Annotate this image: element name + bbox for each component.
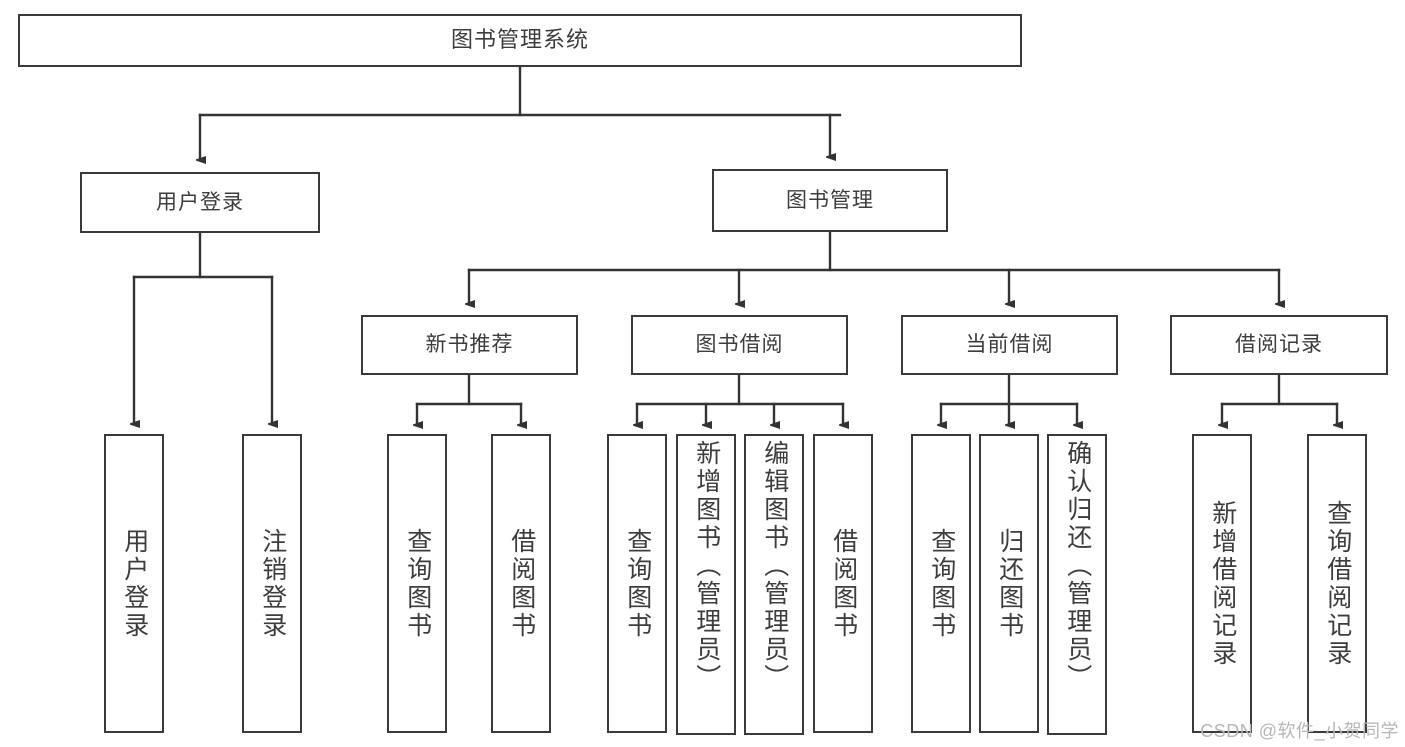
node-user-login[interactable]: 用户登录 (80, 172, 320, 233)
node-label: 图书借阅 (695, 333, 784, 357)
node-label: 新书推荐 (425, 333, 514, 357)
leaf-edit-book-admin[interactable]: 编辑图书（管理员） (744, 434, 804, 735)
leaf-query-book-recommend[interactable]: 查询图书 (387, 434, 447, 733)
node-label: 借阅图书 (829, 527, 858, 640)
node-label: 归还图书 (995, 527, 1024, 640)
leaf-query-book-current[interactable]: 查询图书 (911, 434, 971, 733)
node-label: 确认归还（管理员） (1063, 440, 1092, 692)
node-label: 查询借阅记录 (1323, 499, 1352, 668)
node-book-management[interactable]: 图书管理 (712, 169, 948, 232)
leaf-confirm-return-admin[interactable]: 确认归还（管理员） (1047, 434, 1107, 735)
node-new-book-recommend[interactable]: 新书推荐 (361, 315, 578, 375)
leaf-query-borrow-record[interactable]: 查询借阅记录 (1307, 434, 1367, 733)
node-root-book-management-system[interactable]: 图书管理系统 (18, 14, 1022, 67)
node-label: 当前借阅 (965, 333, 1054, 357)
node-label: 图书管理 (786, 188, 874, 212)
node-label: 新增借阅记录 (1208, 499, 1237, 668)
node-label: 注销登录 (258, 527, 287, 640)
leaf-borrow-book-borrow[interactable]: 借阅图书 (813, 434, 873, 733)
leaf-add-book-admin[interactable]: 新增图书（管理员） (676, 434, 736, 735)
node-book-borrow[interactable]: 图书借阅 (631, 315, 848, 375)
node-label: 用户登录 (156, 190, 244, 214)
leaf-query-book-borrow[interactable]: 查询图书 (607, 434, 667, 733)
leaf-borrow-book-recommend[interactable]: 借阅图书 (491, 434, 551, 733)
leaf-user-login[interactable]: 用户登录 (104, 434, 164, 733)
node-label: 新增图书（管理员） (692, 440, 721, 692)
leaf-return-book[interactable]: 归还图书 (979, 434, 1039, 733)
node-label: 借阅记录 (1235, 333, 1323, 357)
node-label: 借阅图书 (507, 527, 536, 640)
node-label: 查询图书 (623, 527, 652, 640)
leaf-user-logout[interactable]: 注销登录 (242, 434, 302, 733)
leaf-add-borrow-record[interactable]: 新增借阅记录 (1192, 434, 1252, 733)
node-borrow-record[interactable]: 借阅记录 (1170, 315, 1388, 375)
node-label: 用户登录 (120, 527, 149, 640)
node-label: 查询图书 (403, 527, 432, 640)
node-label: 编辑图书（管理员） (760, 440, 789, 692)
node-label: 查询图书 (927, 527, 956, 640)
node-label: 图书管理系统 (450, 27, 589, 53)
node-current-borrow[interactable]: 当前借阅 (901, 315, 1118, 375)
